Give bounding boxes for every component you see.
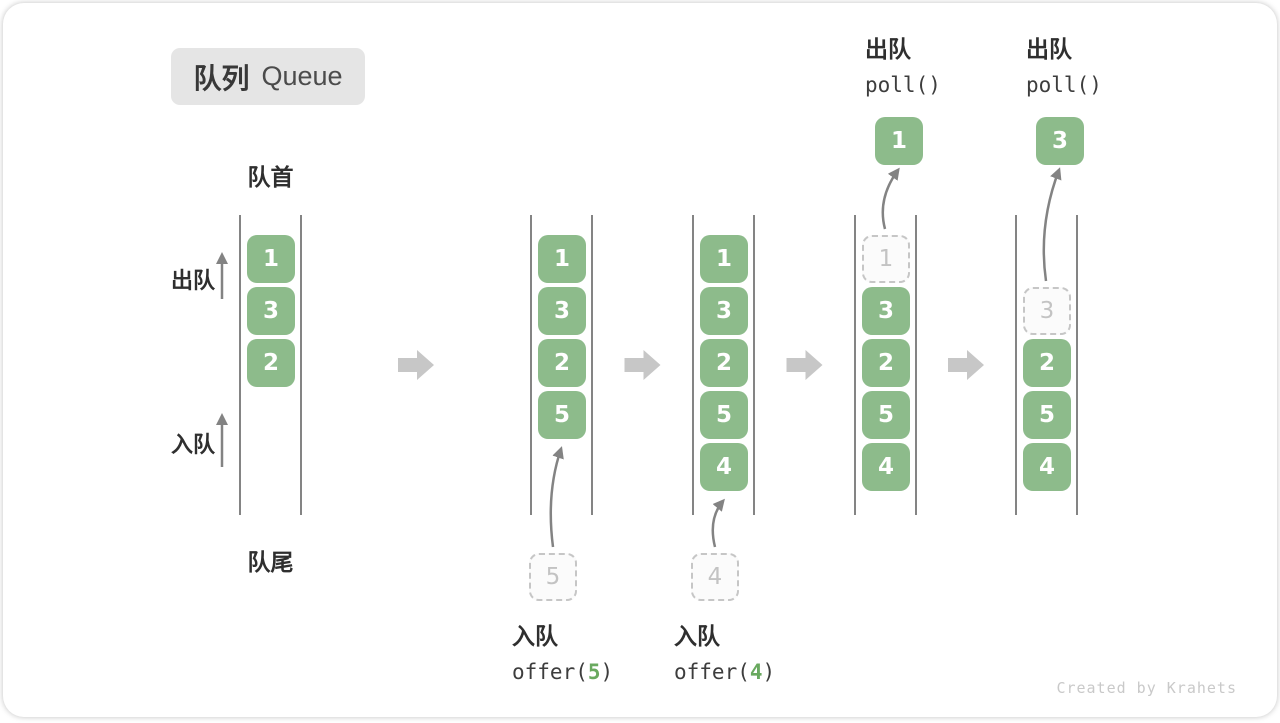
removed-item: 3 [1023,287,1071,335]
queue-item: 4 [1023,443,1071,491]
flow-arrow-icon [624,350,661,380]
op-text: 出队 [865,36,911,62]
queue-item: 3 [538,287,586,335]
op-code: poll() [865,73,941,97]
queue-item: 2 [538,339,586,387]
dequeue-op-label: 出队 poll() [865,31,941,103]
removed-item: 1 [862,235,910,283]
arrows-layer [216,167,1078,548]
queue-item: 3 [862,287,910,335]
queue-item: 1 [700,235,748,283]
title-zh: 队列 [193,62,250,94]
queue-item: 4 [700,443,748,491]
dequeue-side-label: 出队 [170,268,215,293]
queue-item: 1 [247,235,295,283]
dequeue-arrow [1042,167,1062,282]
queue-item: 5 [862,391,910,439]
queue-item: 2 [862,339,910,387]
queue-item: 4 [862,443,910,491]
enqueue-arrow [711,498,725,548]
incoming-item: 5 [529,553,577,601]
flow-arrow-icon [948,350,984,380]
watermark: Created by Krahets [1056,679,1237,697]
queue-item: 1 [538,235,586,283]
queue-item: 5 [1023,391,1071,439]
enqueue-arrow [549,446,564,548]
op-code: poll() [1026,73,1102,97]
op-code: offer(5) [512,660,614,684]
popped-item: 3 [1036,117,1084,165]
title-en: Queue [261,61,343,91]
op-text: 入队 [674,623,720,649]
queue-item: 2 [1023,339,1071,387]
queue-front-label: 队首 [247,164,294,190]
enqueue-op-label: 入队 offer(4) [674,618,775,690]
title-badge: 队列 Queue [171,48,365,105]
queue-item: 3 [700,287,748,335]
queue-item: 5 [700,391,748,439]
popped-item: 1 [875,117,923,165]
queue-item: 5 [538,391,586,439]
enqueue-side-label: 入队 [170,432,215,457]
incoming-item: 4 [691,553,739,601]
flow-arrow-icon [786,350,823,380]
flow-arrow-icon [398,350,434,380]
op-text: 入队 [512,623,558,649]
enqueue-op-label: 入队 offer(5) [512,618,613,690]
op-code: offer(4) [674,660,776,684]
queue-rear-label: 队尾 [247,549,294,575]
op-text: 出队 [1026,36,1072,62]
queue-item: 2 [247,339,295,387]
queue-item: 2 [700,339,748,387]
dequeue-op-label: 出队 poll() [1026,31,1102,103]
queue-item: 3 [247,287,295,335]
dequeue-arrow [881,167,900,230]
